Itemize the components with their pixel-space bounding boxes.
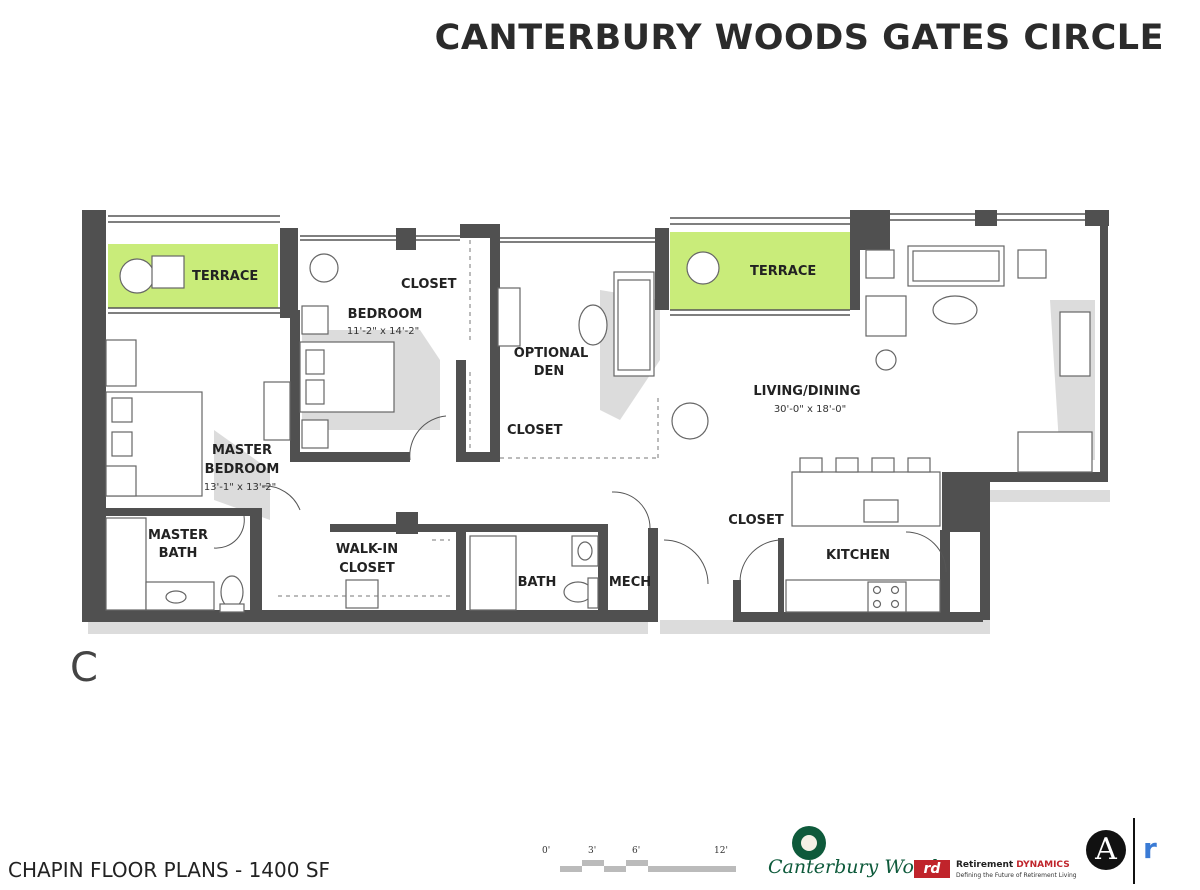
scale-tick-6: 6'	[632, 846, 641, 856]
plan-variant-letter: C	[70, 645, 98, 691]
label-master-bath-line1: MASTER	[148, 528, 208, 543]
furniture	[105, 245, 1093, 613]
scale-tick-12: 12'	[714, 846, 728, 856]
walls	[82, 210, 1109, 622]
label-master-bath-line2: BATH	[159, 546, 198, 561]
windows	[108, 213, 1085, 316]
label-closet-entry: CLOSET	[728, 513, 784, 528]
rd-name-part2: DYNAMICS	[1016, 860, 1070, 870]
label-master-bedroom-line2: BEDROOM	[205, 462, 280, 477]
label-bedroom: BEDROOM	[348, 307, 423, 322]
label-optional-den-line2: DEN	[534, 364, 565, 379]
label-terrace-left: TERRACE	[192, 269, 258, 284]
closet-lines	[278, 240, 660, 597]
label-kitchen: KITCHEN	[826, 548, 890, 563]
scale-tick-0: 0'	[542, 846, 551, 856]
rd-name: Retirement DYNAMICS	[956, 860, 1070, 870]
label-bath: BATH	[518, 575, 557, 590]
scale-bar-graphic	[560, 860, 736, 872]
dims-living-dining: 30'-0" x 18'-0"	[774, 404, 846, 415]
page-title: CANTERBURY WOODS GATES CIRCLE	[434, 18, 1164, 58]
rd-name-part1: Retirement	[956, 860, 1017, 870]
canterbury-woods-logo: Canterbury Woods	[768, 826, 947, 886]
canterbury-emblem-icon	[792, 826, 826, 860]
retirement-dynamics-logo: rd Retirement DYNAMICS Defining the Futu…	[914, 858, 1084, 884]
architect-r-logo-icon: r	[1143, 832, 1157, 865]
architect-a-logo-icon: A	[1086, 830, 1126, 870]
canterbury-woods-wordmark: Canterbury Woods	[768, 856, 948, 878]
rd-mark-icon: rd	[914, 860, 950, 878]
label-walk-in-line1: WALK-IN	[336, 542, 398, 557]
logo-divider	[1133, 818, 1135, 884]
dims-master-bedroom: 13'-1" x 13'-2"	[204, 482, 276, 493]
plan-name: CHAPIN FLOOR PLANS - 1400 SF	[8, 858, 331, 882]
label-master-bedroom-line1: MASTER	[212, 443, 272, 458]
label-closet-top: CLOSET	[401, 277, 457, 292]
scale-bar: 0' 3' 6' 12'	[540, 846, 740, 886]
label-optional-den-line1: OPTIONAL	[514, 346, 589, 361]
rd-tagline: Defining the Future of Retirement Living	[956, 872, 1077, 879]
dims-bedroom: 11'-2" x 14'-2"	[347, 326, 419, 337]
label-terrace-right: TERRACE	[750, 264, 816, 279]
scale-tick-3: 3'	[588, 846, 597, 856]
label-closet-den: CLOSET	[507, 423, 563, 438]
label-mech: MECH	[609, 575, 651, 590]
label-living-dining: LIVING/DINING	[753, 384, 860, 399]
door-swings	[213, 415, 947, 585]
label-walk-in-line2: CLOSET	[339, 561, 395, 576]
